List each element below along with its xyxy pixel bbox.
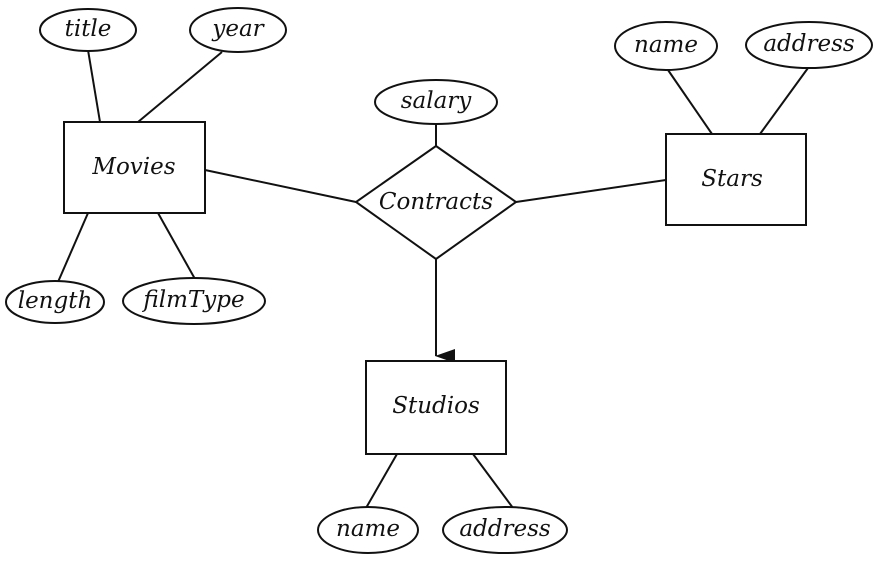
entity-movies-label: Movies bbox=[91, 154, 175, 180]
edge-stars-name bbox=[667, 69, 713, 135]
attribute-length: length bbox=[5, 280, 105, 324]
edge-movies-length bbox=[57, 212, 89, 283]
edge-movies-contracts bbox=[204, 169, 357, 203]
attribute-stars-address-label: address bbox=[763, 31, 855, 57]
attribute-title-label: title bbox=[65, 16, 112, 42]
edge-movies-title bbox=[87, 49, 101, 123]
edge-studios-address bbox=[472, 453, 514, 509]
attribute-studios-name: name bbox=[317, 506, 419, 554]
attribute-stars-name: name bbox=[614, 21, 718, 71]
attribute-studios-name-label: name bbox=[336, 516, 400, 542]
edge-movies-year bbox=[137, 51, 223, 123]
entity-studios: Studios bbox=[365, 360, 507, 455]
attribute-filmtype-label: filmType bbox=[141, 287, 244, 313]
attribute-title: title bbox=[39, 8, 137, 52]
attribute-year: year bbox=[189, 7, 287, 53]
attribute-salary-label: salary bbox=[401, 88, 473, 114]
edges bbox=[57, 49, 809, 509]
relationship-contracts-label: Contracts bbox=[379, 189, 493, 215]
attribute-studios-address: address bbox=[442, 506, 568, 554]
attribute-stars-name-label: name bbox=[634, 32, 698, 58]
relationship-contracts: Contracts bbox=[354, 144, 518, 261]
edge-studios-name bbox=[365, 453, 398, 509]
attribute-stars-address: address bbox=[745, 21, 873, 69]
edge-stars-contracts bbox=[515, 179, 667, 203]
entity-movies: Movies bbox=[63, 121, 206, 214]
attribute-filmtype: filmType bbox=[122, 277, 266, 325]
entity-studios-label: Studios bbox=[392, 393, 480, 419]
edge-movies-filmtype bbox=[157, 212, 196, 280]
attribute-salary: salary bbox=[374, 79, 498, 125]
entity-stars: Stars bbox=[665, 133, 807, 226]
attribute-year-label: year bbox=[211, 16, 265, 42]
entity-stars-label: Stars bbox=[701, 166, 763, 192]
edge-stars-address bbox=[759, 67, 809, 135]
attribute-studios-address-label: address bbox=[459, 516, 551, 542]
attribute-length-label: length bbox=[18, 288, 93, 314]
